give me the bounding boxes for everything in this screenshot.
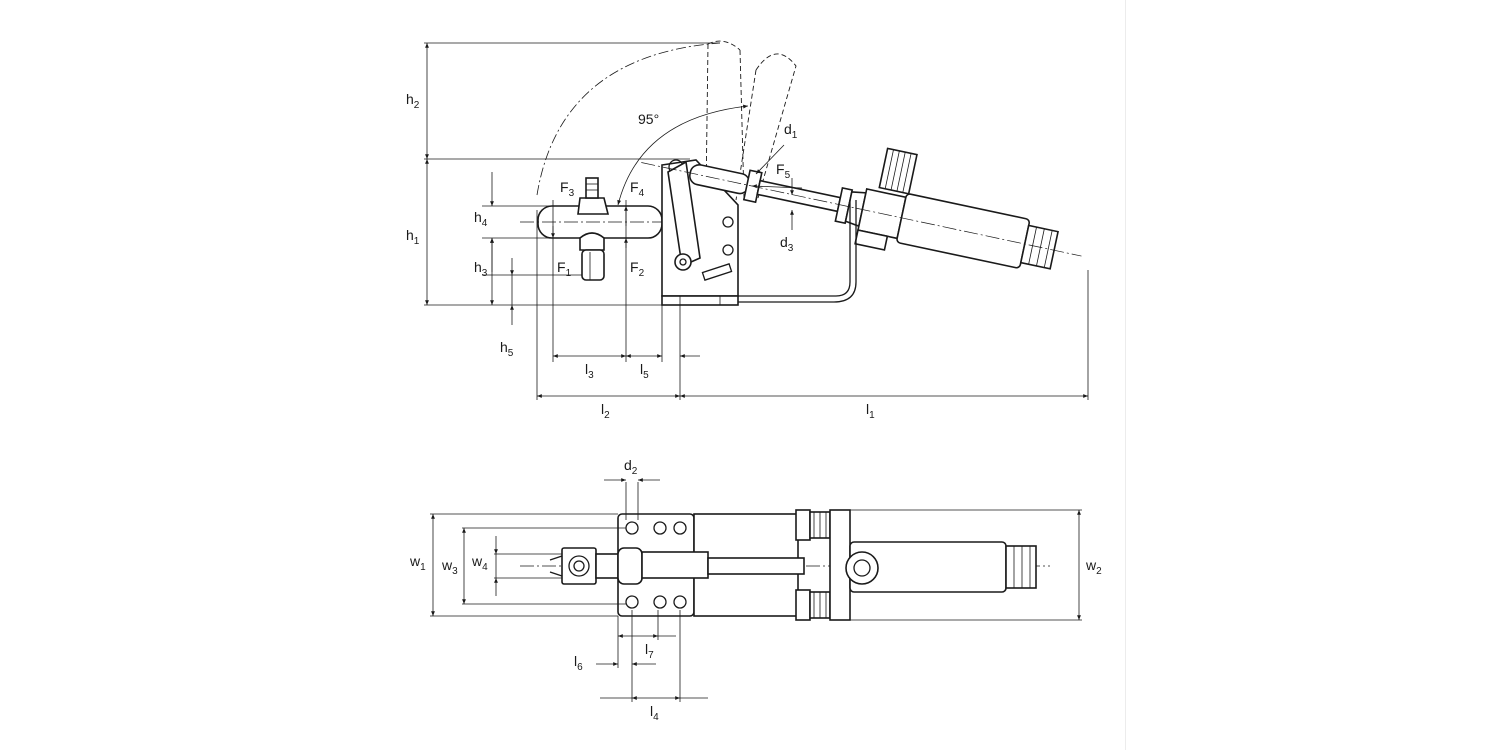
linkage-handle <box>667 160 701 271</box>
angle-label: 95° <box>638 111 659 127</box>
label-w2: w2 <box>1085 557 1102 577</box>
label-h1: h1 <box>406 227 420 247</box>
label-d1: d1 <box>784 121 798 141</box>
support-arm <box>738 200 857 303</box>
flange-top <box>795 509 851 621</box>
label-w3: w3 <box>441 557 458 577</box>
label-l6: l6 <box>574 653 583 673</box>
label-d3: d3 <box>780 234 794 254</box>
label-h5: h5 <box>500 339 514 359</box>
label-l7: l7 <box>645 641 654 661</box>
label-l2: l2 <box>601 401 610 421</box>
handle-swing-arc <box>536 42 721 196</box>
label-f4: F4 <box>630 179 645 199</box>
angle-arc <box>617 104 749 206</box>
plunger-head-top <box>549 547 709 585</box>
top-view: w1 w3 w4 w2 d2 l7 l6 l4 <box>409 457 1102 723</box>
label-f3: F3 <box>560 179 575 199</box>
label-h3: h3 <box>474 259 488 279</box>
piston-rod-top <box>707 557 805 575</box>
label-l5: l5 <box>640 361 649 381</box>
label-h4: h4 <box>474 209 488 229</box>
label-f5: F5 <box>776 161 791 181</box>
right-margin-panel <box>1125 0 1500 750</box>
label-h2: h2 <box>406 91 420 111</box>
label-d2: d2 <box>624 457 638 477</box>
side-view: 95° <box>406 40 1089 421</box>
label-f2: F2 <box>630 259 645 279</box>
label-l3: l3 <box>585 361 594 381</box>
label-w1: w1 <box>409 553 426 573</box>
label-f1: F1 <box>557 259 572 279</box>
label-l4: l4 <box>650 703 659 723</box>
label-w4: w4 <box>471 553 488 573</box>
cylinder-body-top <box>845 541 1037 593</box>
label-l1: l1 <box>866 401 875 421</box>
spindle-screws <box>577 177 610 281</box>
